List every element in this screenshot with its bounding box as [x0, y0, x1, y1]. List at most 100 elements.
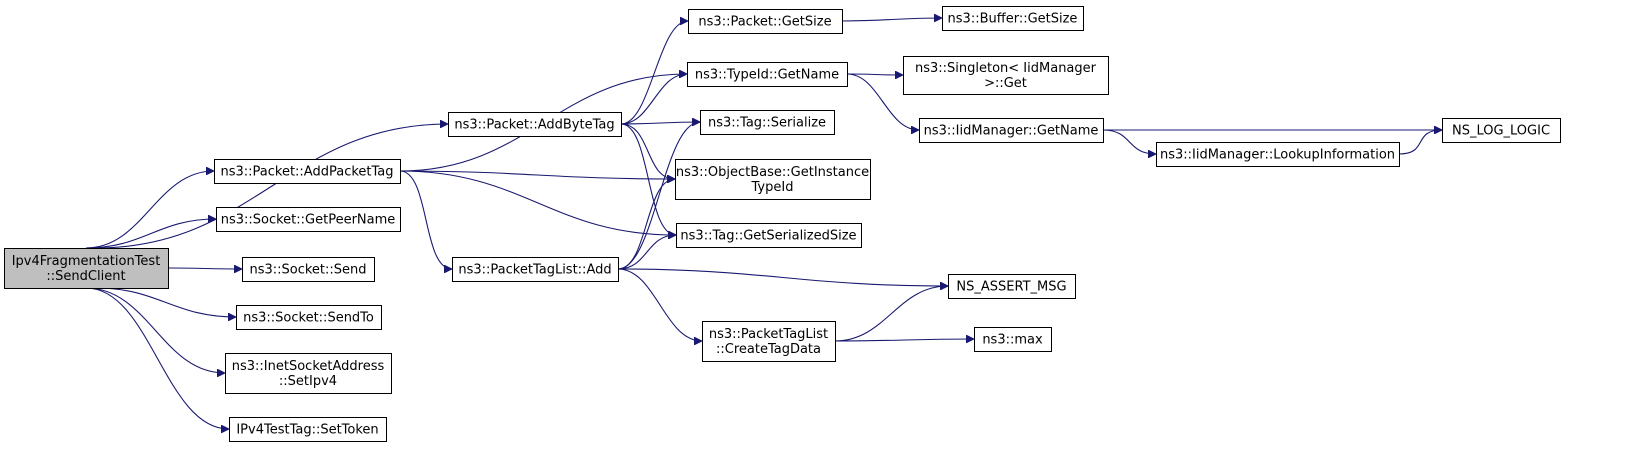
node-box [903, 56, 1109, 95]
node-box [688, 9, 843, 34]
node-box [214, 159, 401, 184]
node-label: ns3::Packet::AddPacketTag [220, 165, 393, 180]
node-label: ns3::max [982, 333, 1043, 348]
edge-add_byte_tag-to-tag_get_serialized_size [620, 123, 677, 235]
edge-add_byte_tag-to-packet_get_size [620, 21, 689, 125]
node-label: ns3::Socket::SendTo [243, 311, 374, 326]
edge-packet_tag_list_add-to-objectbase_get_instance_typeid [617, 179, 676, 270]
node-box [1156, 142, 1400, 167]
node-tag-serialize[interactable]: ns3::Tag::Serialize [700, 110, 835, 135]
node-inet-set-ipv4[interactable]: ns3::InetSocketAddress::SetIpv4 [225, 353, 392, 394]
edge-typeid_get_name-to-singleton_get [846, 74, 903, 75]
edge-packet_get_size-to-buffer_get_size [841, 18, 942, 21]
edge-create_tag_data-to-ns_assert_msg [834, 286, 948, 342]
node-box [948, 274, 1076, 299]
node-singleton-get[interactable]: ns3::Singleton< IidManager >::Get [903, 56, 1109, 95]
node-tag-get-serialized-size[interactable]: ns3::Tag::GetSerializedSize [676, 223, 862, 248]
node-add-byte-tag[interactable]: ns3::Packet::AddByteTag [448, 112, 622, 137]
nodes: Ipv4FragmentationTest::SendClientns3::Pa… [4, 6, 1561, 442]
node-iidmanager-get-name[interactable]: ns3::IidManager::GetName [919, 118, 1104, 143]
node-socket-send-to[interactable]: ns3::Socket::SendTo [236, 305, 382, 330]
node-label: ns3::Packet::GetSize [698, 15, 831, 30]
edge-packet_tag_list_add-to-ns_assert_msg [617, 268, 948, 286]
node-label: ns3::Tag::Serialize [708, 116, 826, 131]
edge-add_byte_tag-to-tag_serialize [620, 122, 700, 124]
edge-root-to-ipv4_test_tag_set_token [85, 287, 229, 429]
node-label: ::CreateTagData [716, 342, 821, 357]
node-label: ns3::Packet::AddByteTag [454, 118, 614, 133]
edge-add_byte_tag-to-objectbase_get_instance_typeid [620, 123, 675, 179]
node-label: ns3::Socket::Send [249, 263, 366, 278]
node-root[interactable]: Ipv4FragmentationTest::SendClient [4, 248, 169, 289]
node-ns3-max[interactable]: ns3::max [974, 327, 1052, 352]
node-box [974, 327, 1052, 352]
edge-root-to-add_byte_tag [95, 124, 448, 249]
node-box [452, 257, 619, 282]
node-label: NS_ASSERT_MSG [956, 280, 1066, 295]
edge-lookup_information-to-ns_log_logic [1398, 130, 1442, 155]
edge-root-to-socket_send [167, 268, 242, 269]
edge-add_packet_tag-to-packet_tag_list_add [399, 170, 453, 269]
edge-root-to-socket_send_to [95, 287, 236, 317]
node-label: ns3::Tag::GetSerializedSize [680, 229, 856, 244]
node-packet-tag-list-add[interactable]: ns3::PacketTagList::Add [452, 257, 619, 282]
edge-root-to-socket_get_peer_name [85, 219, 216, 249]
node-label: ns3::Socket::GetPeerName [221, 213, 396, 228]
edge-create_tag_data-to-ns3_max [834, 339, 974, 341]
node-label: ns3::IidManager::GetName [924, 124, 1099, 139]
node-ns-assert-msg[interactable]: NS_ASSERT_MSG [948, 274, 1076, 299]
node-box [4, 248, 169, 289]
node-box [675, 159, 871, 200]
edge-packet_tag_list_add-to-create_tag_data [617, 268, 702, 341]
node-box [700, 110, 835, 135]
node-box [448, 112, 622, 137]
node-label: NS_LOG_LOGIC [1452, 124, 1550, 139]
node-label: ns3::Buffer::GetSize [948, 12, 1078, 27]
edge-add_byte_tag-to-typeid_get_name [620, 74, 687, 125]
edge-add_packet_tag-to-objectbase_get_instance_typeid [399, 170, 675, 179]
edge-add_packet_tag-to-tag_get_serialized_size [399, 170, 676, 235]
node-lookup-information[interactable]: ns3::IidManager::LookupInformation [1156, 142, 1400, 167]
node-label: TypeId [751, 180, 794, 195]
node-ipv4-test-tag-set-token[interactable]: IPv4TestTag::SetToken [229, 417, 387, 442]
node-box [242, 257, 375, 282]
node-box [702, 321, 836, 362]
edge-typeid_get_name-to-iidmanager_get_name [846, 73, 919, 130]
node-socket-get-peer-name[interactable]: ns3::Socket::GetPeerName [216, 207, 401, 232]
node-label: ::SetIpv4 [279, 374, 337, 389]
node-label: ns3::ObjectBase::GetInstance [676, 165, 869, 180]
node-create-tag-data[interactable]: ns3::PacketTagList::CreateTagData [702, 321, 836, 362]
node-typeid-get-name[interactable]: ns3::TypeId::GetName [687, 62, 848, 87]
edge-packet_tag_list_add-to-tag_get_serialized_size [617, 235, 676, 270]
node-box [687, 62, 848, 87]
node-label: IPv4TestTag::SetToken [236, 423, 378, 438]
node-box [216, 207, 401, 232]
node-ns-log-logic[interactable]: NS_LOG_LOGIC [1442, 118, 1561, 143]
node-label: ns3::Singleton< IidManager [915, 61, 1097, 76]
node-label: Ipv4FragmentationTest [12, 254, 161, 269]
node-label: ns3::PacketTagList [709, 327, 828, 342]
node-box [229, 417, 387, 442]
edge-root-to-add_packet_tag [85, 171, 214, 249]
node-box [225, 353, 392, 394]
node-buffer-get-size[interactable]: ns3::Buffer::GetSize [942, 6, 1084, 31]
edge-iidmanager_get_name-to-lookup_information [1102, 129, 1156, 154]
node-label: ::SendClient [46, 269, 125, 284]
edge-root-to-inet_set_ipv4 [85, 287, 225, 373]
node-add-packet-tag[interactable]: ns3::Packet::AddPacketTag [214, 159, 401, 184]
node-label: ns3::InetSocketAddress [232, 359, 385, 374]
node-packet-get-size[interactable]: ns3::Packet::GetSize [688, 9, 843, 34]
node-box [676, 223, 862, 248]
node-box [919, 118, 1104, 143]
node-socket-send[interactable]: ns3::Socket::Send [242, 257, 375, 282]
node-label: ns3::PacketTagList::Add [458, 263, 611, 278]
node-label: >::Get [984, 76, 1027, 91]
node-box [236, 305, 382, 330]
node-box [942, 6, 1084, 31]
edges [85, 18, 1442, 429]
node-box [1442, 118, 1561, 143]
node-label: ns3::IidManager::LookupInformation [1160, 148, 1395, 163]
node-label: ns3::TypeId::GetName [695, 68, 839, 83]
